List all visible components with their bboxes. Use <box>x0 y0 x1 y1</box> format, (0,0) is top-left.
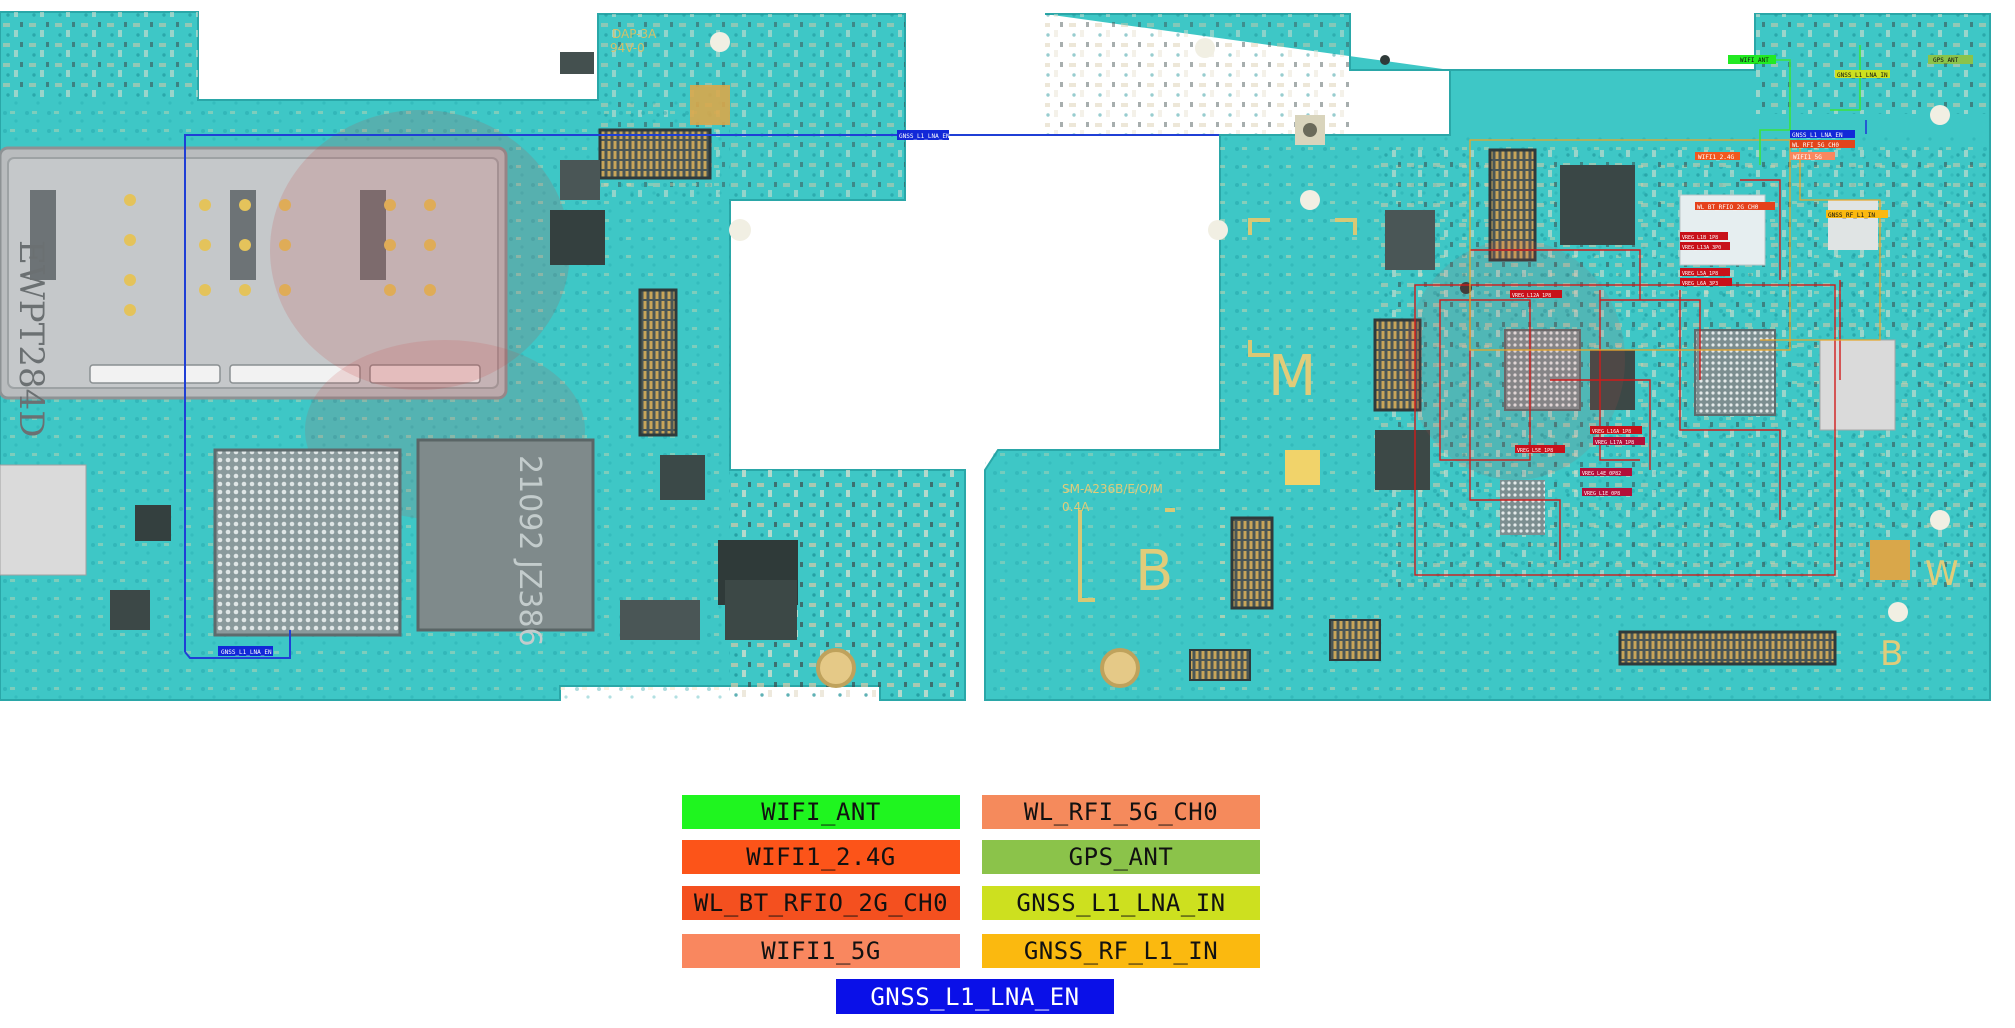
net-tag-right-gnss-rf: GNSS_RF_L1_IN <box>1828 212 1875 219</box>
net-tag-right-wlbt: WL_BT_RFIO_2G_CH0 <box>1697 204 1759 211</box>
pcb-schematic-view: EWPT284D 21092 JZ386 94V-0 DAP-3A GNSS_L… <box>0 11 1991 701</box>
net-tag-right-wifi-ant: WIFI_ANT <box>1740 57 1769 64</box>
net-tag-vreg-2: VREG_L5A_1P8 <box>1682 271 1718 277</box>
net-tag-vreg-7: VREG_L5E_1P8 <box>1517 448 1553 454</box>
legend-item-gps-ant: GPS_ANT <box>982 840 1260 874</box>
connector-right-2 <box>1373 318 1422 412</box>
net-tag-vreg-9: VREG_L1B_1P8 <box>1682 235 1718 241</box>
silk-letter-m: M <box>1268 344 1316 409</box>
net-tag-vreg-3: VREG_L16A_1P8 <box>1592 429 1631 435</box>
legend-item-wl-bt-rfio: WL_BT_RFIO_2G_CH0 <box>682 886 960 920</box>
net-tag-right-gnss-in: GNSS_L1_LNA_IN <box>1837 72 1888 79</box>
legend-item-wifi1-5g: WIFI1_5G <box>682 934 960 968</box>
net-tag-right-wl-rfi: WL_RFI_5G_CH0 <box>1792 142 1839 149</box>
net-tag-right-gnss-en: GNSS_L1_LNA_EN <box>1792 132 1843 139</box>
sim-tray-marking: EWPT284D <box>11 240 51 437</box>
net-tag-right-wifi5: WIFI1_5G <box>1793 154 1822 161</box>
connector-right-3 <box>1230 516 1274 610</box>
net-tag-right-wifi24: WIFI1_2.4G <box>1698 154 1735 161</box>
net-tag-vreg-6: VREG_L1E_0P8 <box>1584 491 1620 497</box>
connector-vertical-left <box>638 288 678 437</box>
legend-item-gnss-lna-in: GNSS_L1_LNA_IN <box>982 886 1260 920</box>
connector-top-left <box>598 128 712 180</box>
memory-chip-marking: 21092 JZ386 <box>512 455 547 647</box>
revision-marking: 0.4A <box>1062 500 1090 514</box>
silk-letter-b2: B <box>1880 634 1903 674</box>
net-tag-vreg-10: VREG_L13A_3P0 <box>1682 245 1721 251</box>
net-tag-vreg-5: VREG_L4E_0P82 <box>1582 471 1621 477</box>
model-marking: SM-A236B/E/O/M <box>1062 482 1163 496</box>
soc-bga <box>213 448 402 637</box>
net-tag-left-top-text: GNSS_L1_LNA_EN <box>899 133 950 140</box>
transceiver-bga <box>1694 329 1776 416</box>
net-tag-right-gps-ant: GPS_ANT <box>1933 57 1959 64</box>
net-tag-left-top <box>897 130 949 140</box>
right-board: M B W B SM-A236B/E/O/M 0.4A <box>984 13 1991 701</box>
legend-item-gnss-rf-l1-in: GNSS_RF_L1_IN <box>982 934 1260 968</box>
pcb-code-1: 94V-0 <box>610 41 645 55</box>
net-tag-vreg-8: VREG_L6A_3P3 <box>1682 281 1718 287</box>
memory-chip <box>416 438 595 632</box>
net-tag-left-bottom-text: GNSS_L1_LNA_EN <box>221 649 272 656</box>
silk-letter-w: W <box>1925 554 1959 594</box>
connector-right-1 <box>1488 148 1537 262</box>
connector-bottom-long <box>1618 630 1837 666</box>
legend-item-gnss-lna-en: GNSS_L1_LNA_EN <box>836 979 1114 1014</box>
pmic-bga <box>1504 329 1581 411</box>
net-tag-left-bottom <box>218 646 273 656</box>
silk-letter-b: B <box>1135 539 1173 604</box>
pcb-code-2: DAP-3A <box>612 27 657 41</box>
net-tag-vreg-4: VREG_L17A_1P8 <box>1595 440 1634 446</box>
left-board: EWPT284D 21092 JZ386 94V-0 DAP-3A GNSS_L… <box>0 11 1861 701</box>
legend-item-wifi-ant: WIFI_ANT <box>682 795 960 829</box>
legend-item-wifi1-24g: WIFI1_2.4G <box>682 840 960 874</box>
net-tag-vreg-1: VREG_L12A_1P8 <box>1512 293 1551 299</box>
legend-item-wl-rfi-5g-ch0: WL_RFI_5G_CH0 <box>982 795 1260 829</box>
